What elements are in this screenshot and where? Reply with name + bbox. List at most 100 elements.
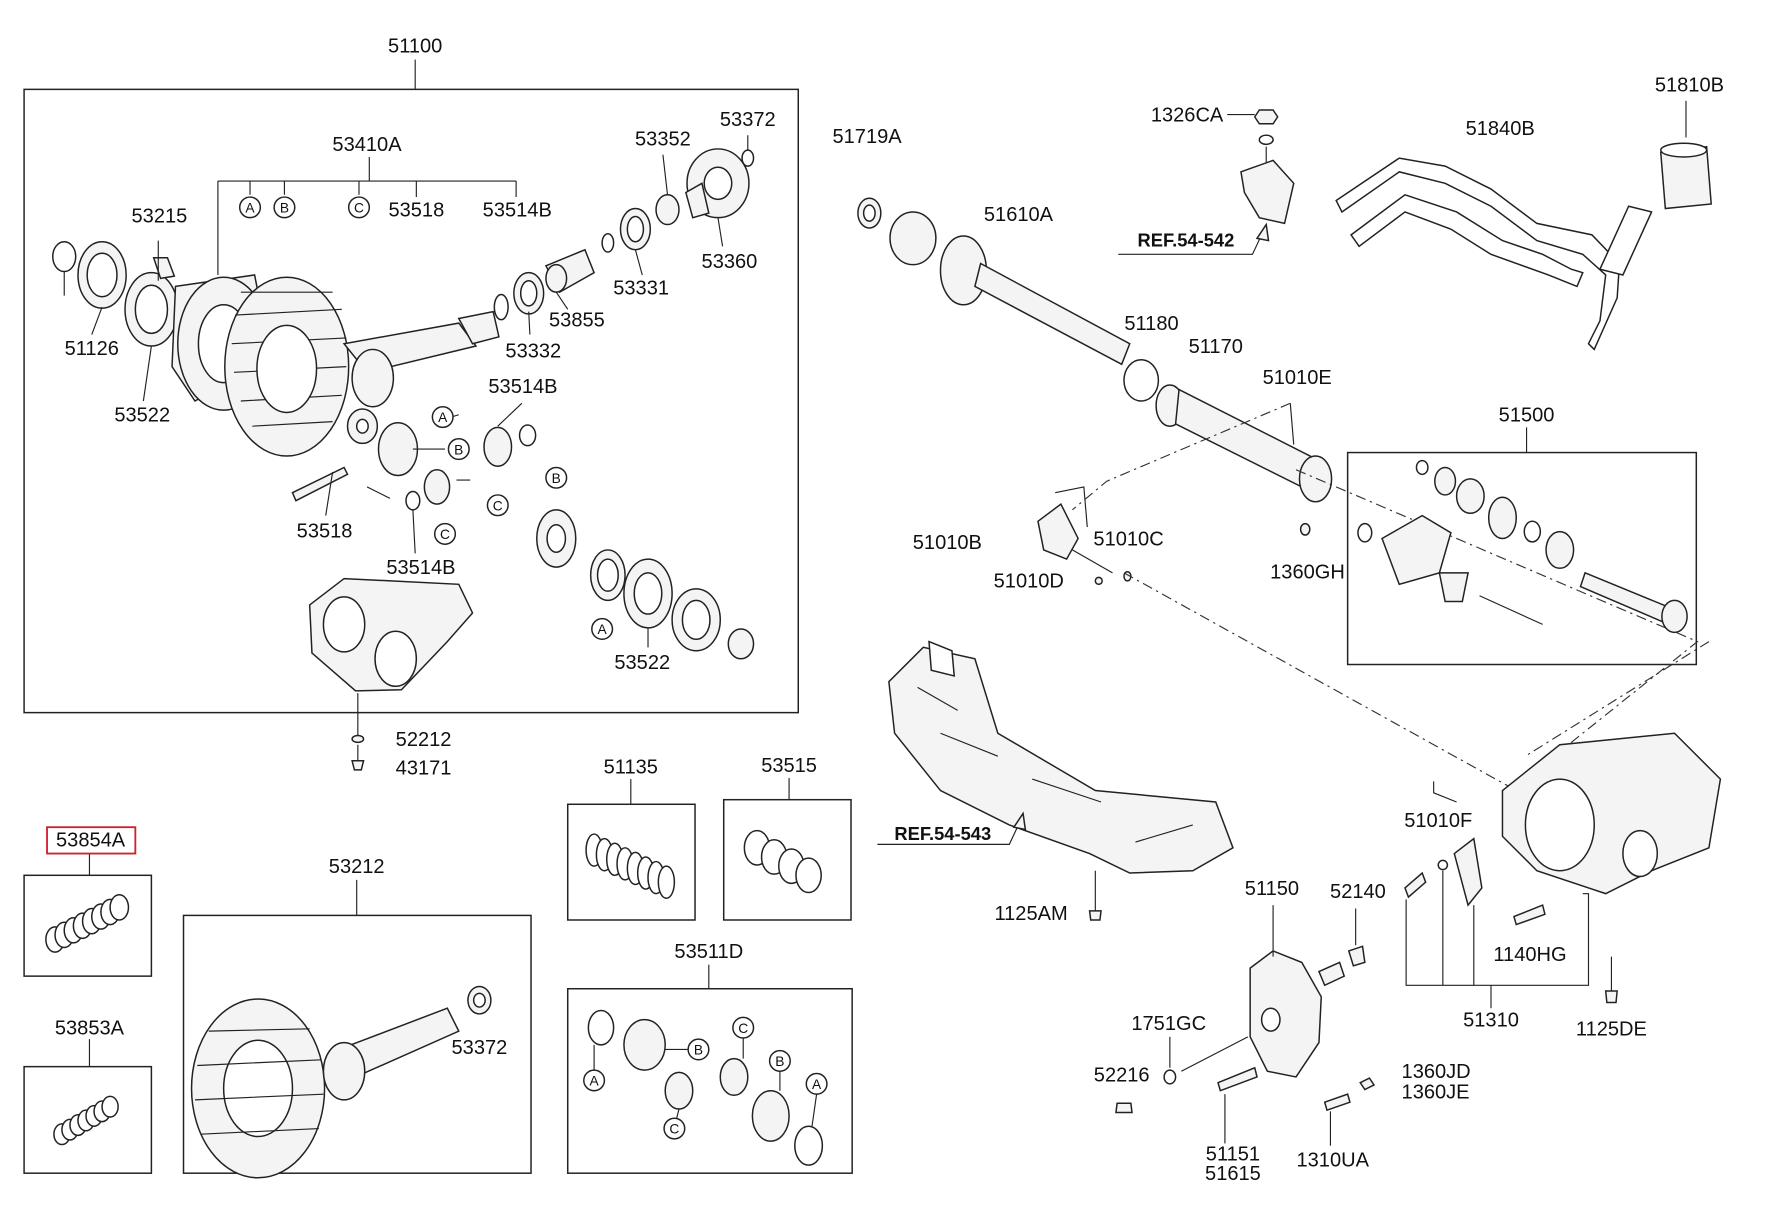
label-1751GC: 1751GC <box>1131 1013 1206 1035</box>
label-51010B: 51010B <box>913 532 982 554</box>
label-53215: 53215 <box>132 205 188 227</box>
callout-letter: C <box>440 527 450 542</box>
shims-53515 <box>743 829 822 894</box>
label-51126: 51126 <box>65 338 119 360</box>
callout-letter: A <box>245 201 255 216</box>
box-53853A <box>23 1065 153 1174</box>
callout-circle: C <box>732 1016 755 1039</box>
box-53515 <box>722 798 852 921</box>
label-53518: 53518 <box>388 200 444 222</box>
pinion-seal-kit-51500 <box>1357 459 1688 634</box>
callout-letter: A <box>598 622 608 637</box>
callout-circle: A <box>238 196 262 219</box>
callout-circle: B <box>768 1049 791 1072</box>
label-51010F: 51010F <box>1404 810 1472 832</box>
label-51151: 51151 <box>1206 1144 1260 1166</box>
callout-circle: C <box>433 522 457 545</box>
label-51310: 51310 <box>1463 1010 1519 1032</box>
callout-letter: B <box>775 1054 784 1069</box>
label-53332: 53332 <box>505 340 561 362</box>
label-1310UA: 1310UA <box>1296 1149 1369 1171</box>
label-51840B: 51840B <box>1466 118 1535 140</box>
callout-circle: A <box>583 1069 606 1092</box>
label-53522: 53522 <box>114 405 170 427</box>
label-ref-54-543: REF.54-543 <box>894 823 991 844</box>
label-51615: 51615 <box>1205 1163 1261 1185</box>
assembly-dashline <box>1072 402 1710 803</box>
label-53410A: 53410A <box>332 134 402 156</box>
label-51010D: 51010D <box>994 571 1064 593</box>
label-53352: 53352 <box>635 129 691 151</box>
box-51100-differential-assembly <box>23 88 800 714</box>
callout-markers: A B C A B C C B A A B C C B A <box>238 196 828 1140</box>
callout-letter: B <box>694 1043 703 1058</box>
label-1360JE: 1360JE <box>1402 1082 1470 1104</box>
label-52216: 52216 <box>1094 1065 1150 1087</box>
label-1360GH: 1360GH <box>1270 562 1345 584</box>
mount-bracket-1326CA <box>1240 109 1295 225</box>
label-51500: 51500 <box>1499 405 1555 427</box>
callout-circle: A <box>805 1072 828 1095</box>
callout-circle: B <box>687 1038 710 1061</box>
label-51135: 51135 <box>604 756 658 778</box>
differential-parts-illustration <box>52 148 755 692</box>
callout-letter: C <box>354 201 364 216</box>
diff-cover-51150 <box>1115 905 1376 1146</box>
box-53511D <box>566 987 853 1174</box>
callout-letter: B <box>552 471 561 486</box>
spring-53853A <box>53 1095 119 1146</box>
callout-circle: A <box>431 405 454 429</box>
label-51810B: 51810B <box>1655 75 1724 97</box>
label-53514B: 53514B <box>386 557 455 579</box>
label-51610A: 51610A <box>984 204 1054 226</box>
label-1140HG: 1140HG <box>1493 944 1566 966</box>
label-53360: 53360 <box>702 251 758 273</box>
label-51150: 51150 <box>1245 878 1299 900</box>
label-53511D: 53511D <box>674 941 743 963</box>
label-1125AM: 1125AM <box>994 903 1067 925</box>
spring-51135 <box>585 833 676 899</box>
spring-53854A <box>45 894 130 953</box>
part-labels: 51100 53410A 53518 53514B 53215 51126 53… <box>55 36 1724 1185</box>
label-43171: 43171 <box>396 757 452 779</box>
callout-circle: C <box>663 1117 686 1140</box>
box-51500 <box>1346 451 1698 666</box>
label-53518: 53518 <box>297 520 353 542</box>
callout-letter: B <box>454 442 463 457</box>
label-52140: 52140 <box>1330 881 1386 903</box>
label-53331: 53331 <box>613 277 669 299</box>
box-53854A <box>23 874 153 977</box>
label-51010C: 51010C <box>1093 528 1163 550</box>
label-53855: 53855 <box>549 310 605 332</box>
callout-letter: C <box>493 498 503 513</box>
label-53372: 53372 <box>452 1037 508 1059</box>
callout-letter: C <box>738 1021 748 1036</box>
label-ref-54-542: REF.54-542 <box>1137 229 1234 250</box>
label-53514B: 53514B <box>488 376 557 398</box>
crossmember-ref-54-543 <box>888 640 1234 874</box>
callout-circle: A <box>591 617 614 641</box>
callout-letter: A <box>438 410 448 425</box>
label-53372: 53372 <box>720 109 776 131</box>
axle-shaft-illustration <box>857 197 1333 586</box>
label-52212: 52212 <box>396 729 452 751</box>
ring-and-pinion-53212 <box>190 985 492 1179</box>
gear-kit-53511D <box>587 1009 824 1166</box>
callout-circle: B <box>545 466 568 489</box>
label-1360JD: 1360JD <box>1402 1061 1471 1083</box>
label-53854A: 53854A <box>56 830 126 852</box>
label-1326CA: 1326CA <box>1151 104 1224 126</box>
label-51010E: 51010E <box>1263 367 1332 389</box>
label-53522: 53522 <box>614 652 670 674</box>
callout-circle: B <box>273 196 296 219</box>
label-53853A: 53853A <box>55 1018 125 1040</box>
callout-letter: A <box>812 1077 822 1092</box>
label-51719A: 51719A <box>832 126 902 148</box>
callout-circle: C <box>486 494 509 517</box>
callout-letter: A <box>590 1074 600 1089</box>
vent-hose-51840B <box>1335 157 1653 351</box>
callout-circle: B <box>447 438 470 461</box>
label-51100: 51100 <box>388 36 442 58</box>
label-53212: 53212 <box>329 856 385 878</box>
